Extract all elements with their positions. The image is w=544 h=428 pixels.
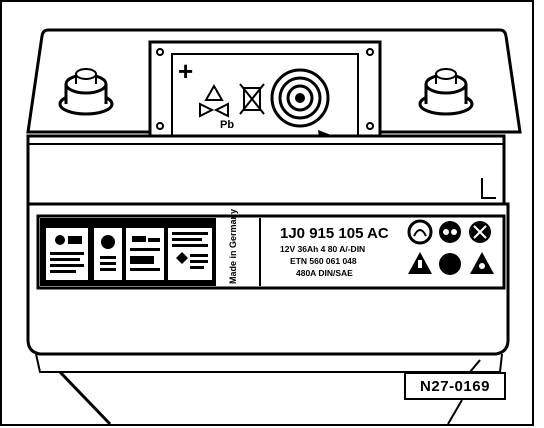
side-text: Made in Germany xyxy=(228,209,238,284)
spec-line-1: 12V 36Ah 4 80 A/-DIN xyxy=(280,244,365,254)
hazard-symbols xyxy=(407,219,494,275)
read-manual-icon xyxy=(439,253,461,275)
vent-plug xyxy=(270,68,330,128)
recycling-symbol-icon xyxy=(407,219,433,245)
screw-icon xyxy=(156,48,164,56)
screw-icon xyxy=(366,48,374,56)
vent-cover-plate: + Pb xyxy=(148,40,382,138)
positive-terminal xyxy=(418,68,474,116)
pb-mark: Pb xyxy=(220,119,234,131)
negative-terminal xyxy=(58,68,114,116)
battery-front-upper xyxy=(26,134,506,206)
outer-border xyxy=(0,0,534,426)
spec-line-3: 480A DIN/SAE xyxy=(296,268,353,278)
leader-line xyxy=(469,359,481,373)
eye-protection-icon xyxy=(439,221,461,243)
plus-symbol: + xyxy=(178,56,193,86)
spec-line-2: ETN 560 061 048 xyxy=(290,256,357,266)
warning-cell xyxy=(126,228,164,280)
crossed-bin-icon xyxy=(239,83,265,115)
battery-label: Made in Germany 1J0 915 105 AC 12V 36Ah … xyxy=(36,209,506,290)
recycle-icon xyxy=(199,83,229,118)
leader-line xyxy=(58,370,112,426)
leader-line xyxy=(447,399,463,425)
screw-icon xyxy=(366,122,374,130)
battery-base xyxy=(35,353,503,373)
part-number: 1J0 915 105 AC xyxy=(280,225,389,242)
handle-notch xyxy=(481,178,496,199)
screw-icon xyxy=(156,122,164,130)
figure-reference-code: N27-0169 xyxy=(404,372,506,400)
